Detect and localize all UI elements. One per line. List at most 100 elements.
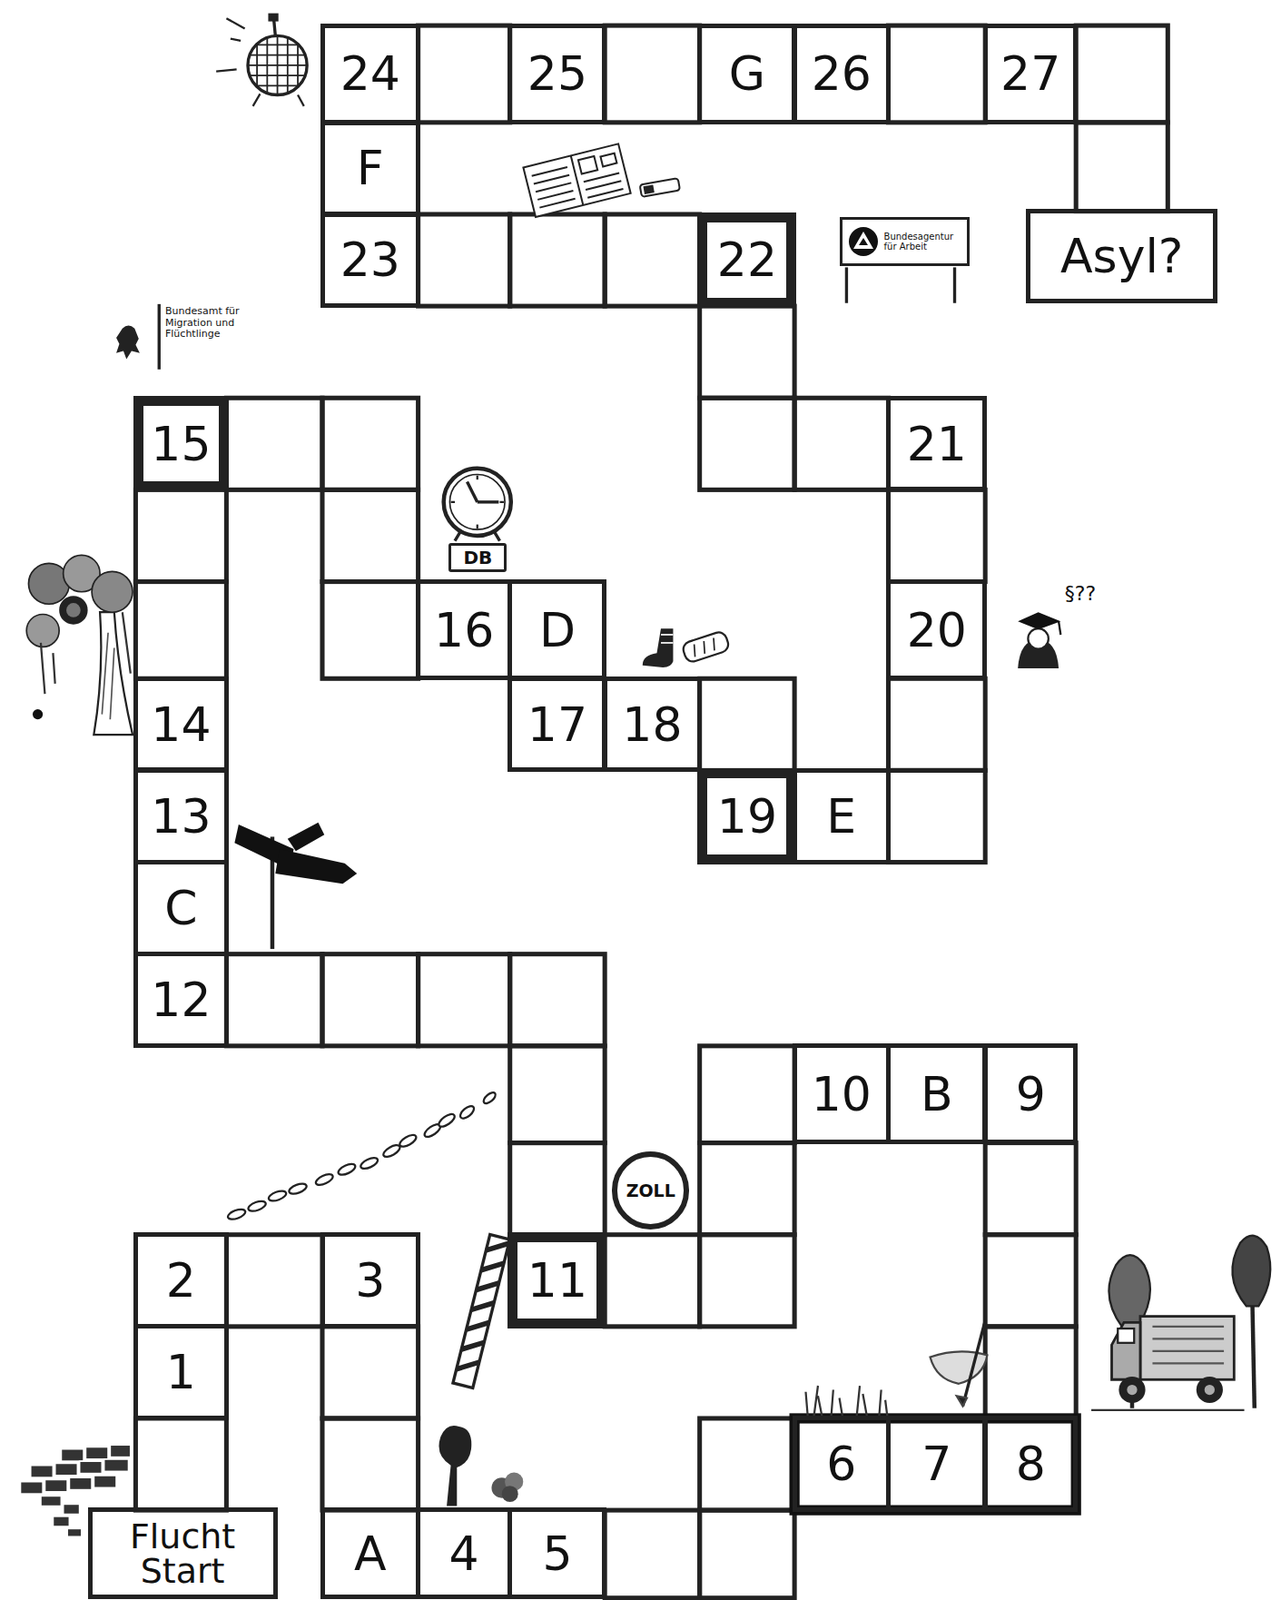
shoe-and-bread-part xyxy=(690,638,718,658)
forest-tree-part xyxy=(91,571,133,612)
judge-figure xyxy=(1017,611,1061,669)
board-square: 7 xyxy=(886,1415,987,1512)
truck-and-trees-part xyxy=(1231,1235,1271,1307)
truck-and-trees xyxy=(1091,1235,1271,1410)
newspaper-sketch-part xyxy=(587,188,623,198)
goal-label: Asyl? xyxy=(1060,232,1183,280)
signboard-posts-part xyxy=(845,266,848,303)
small-tree xyxy=(438,1425,523,1507)
blank-square-part xyxy=(604,1509,700,1598)
blank-square-part xyxy=(135,581,227,680)
footprints-part xyxy=(246,1199,267,1213)
blank-square-part xyxy=(985,1143,1076,1235)
brick-wall-part xyxy=(67,1527,82,1537)
newspaper-sketch-part xyxy=(522,143,631,217)
square-number: 19 xyxy=(717,792,778,840)
blank-square-part xyxy=(322,1326,419,1419)
shoe-and-bread-part xyxy=(660,633,673,636)
newspaper-sketch-part xyxy=(537,190,573,200)
square-number: D xyxy=(539,606,576,654)
square-number: 8 xyxy=(1015,1439,1046,1488)
blank-square-part xyxy=(322,954,419,1046)
board-square: 15 xyxy=(133,395,228,493)
square-number: G xyxy=(729,49,766,98)
forest-tree-part xyxy=(26,613,60,647)
square-number: 10 xyxy=(811,1070,872,1118)
agency-label: Bundesamt für Migration und Flüchtlinge xyxy=(165,305,260,341)
shoe-and-bread-part xyxy=(680,630,730,664)
agency-sign: Bundesagentur für Arbeit xyxy=(839,216,970,267)
judge-figure-part xyxy=(1027,628,1048,649)
newspaper-sketch-part xyxy=(640,177,680,198)
footprints-part xyxy=(267,1188,288,1203)
truck-and-trees-part xyxy=(1117,1328,1134,1343)
truck-and-trees-part xyxy=(1152,1326,1224,1363)
square-number: 3 xyxy=(354,1256,385,1304)
blank-square-part xyxy=(418,214,511,306)
board-square: 24 xyxy=(320,23,421,125)
blank-square-part xyxy=(510,1143,605,1235)
signboard-posts xyxy=(846,266,955,303)
shoe-and-bread-part xyxy=(642,628,674,668)
blank-square-part xyxy=(985,1326,1076,1419)
board-square: A xyxy=(320,1507,421,1599)
newspaper-sketch-part xyxy=(539,198,575,208)
newspaper-sketch-part xyxy=(578,156,598,175)
brick-wall-part xyxy=(79,1460,103,1473)
brick-wall-part xyxy=(63,1503,80,1514)
border-barrier-part xyxy=(453,1233,511,1388)
brick-wall-part xyxy=(68,1477,92,1489)
boat-sketch xyxy=(930,1320,988,1406)
board-square: 22 xyxy=(697,212,797,309)
square-number: 6 xyxy=(826,1439,857,1488)
blank-square-part xyxy=(699,1045,795,1144)
forest-tree-part xyxy=(32,709,43,720)
brick-wall-part xyxy=(52,1516,69,1527)
disco-ball-part xyxy=(226,18,245,29)
blank-square-part xyxy=(510,954,605,1046)
square-number: 26 xyxy=(811,49,872,98)
square-number: 20 xyxy=(906,606,967,654)
footprints-part xyxy=(397,1132,418,1149)
square-number: 23 xyxy=(340,236,401,284)
square-number: 27 xyxy=(1000,49,1061,98)
disco-ball-part xyxy=(245,33,312,99)
truck-and-trees-part xyxy=(1196,1376,1223,1403)
customs-circle: ZOLL xyxy=(611,1151,690,1229)
board-square: 13 xyxy=(133,768,228,865)
agency-name: Bundesagentur für Arbeit xyxy=(884,231,963,253)
clock-symbol-part xyxy=(499,501,503,503)
brick-wall-part xyxy=(93,1475,117,1488)
blank-square-part xyxy=(322,1418,419,1510)
board-square: 8 xyxy=(983,1415,1078,1512)
customs-label: ZOLL xyxy=(626,1182,676,1200)
footprints-part xyxy=(482,1090,498,1105)
board-square: 18 xyxy=(602,676,702,773)
bamf-logo-part xyxy=(116,325,140,359)
signpost-symbol-part xyxy=(287,822,325,851)
board-square: 17 xyxy=(507,676,607,773)
blank-square-part xyxy=(604,25,700,123)
grass-tufts xyxy=(805,1385,887,1417)
square-number: 14 xyxy=(150,700,211,749)
forest-tree-part xyxy=(59,595,88,624)
db-sign: DB xyxy=(448,542,507,573)
truck-and-trees-part xyxy=(1091,1409,1245,1411)
brick-wall-part xyxy=(104,1458,129,1471)
board-square: 27 xyxy=(983,23,1078,125)
board-square: 23 xyxy=(320,212,421,309)
newspaper-sketch-part xyxy=(644,186,654,194)
newspaper-sketch-part xyxy=(532,167,568,177)
board-square: G xyxy=(697,23,797,125)
forest-tree xyxy=(26,554,133,735)
newspaper-sketch-part xyxy=(583,173,620,183)
truck-and-trees-part xyxy=(1140,1316,1234,1380)
brick-wall-part xyxy=(55,1462,79,1475)
board-square: 11 xyxy=(507,1231,607,1329)
brick-wall xyxy=(19,1444,130,1537)
paragraph-question: §?? xyxy=(1064,583,1096,604)
clock-symbol-part xyxy=(476,524,479,529)
blank-square-part xyxy=(699,397,795,490)
disco-ball xyxy=(216,14,311,107)
shoe-and-bread xyxy=(642,628,731,668)
